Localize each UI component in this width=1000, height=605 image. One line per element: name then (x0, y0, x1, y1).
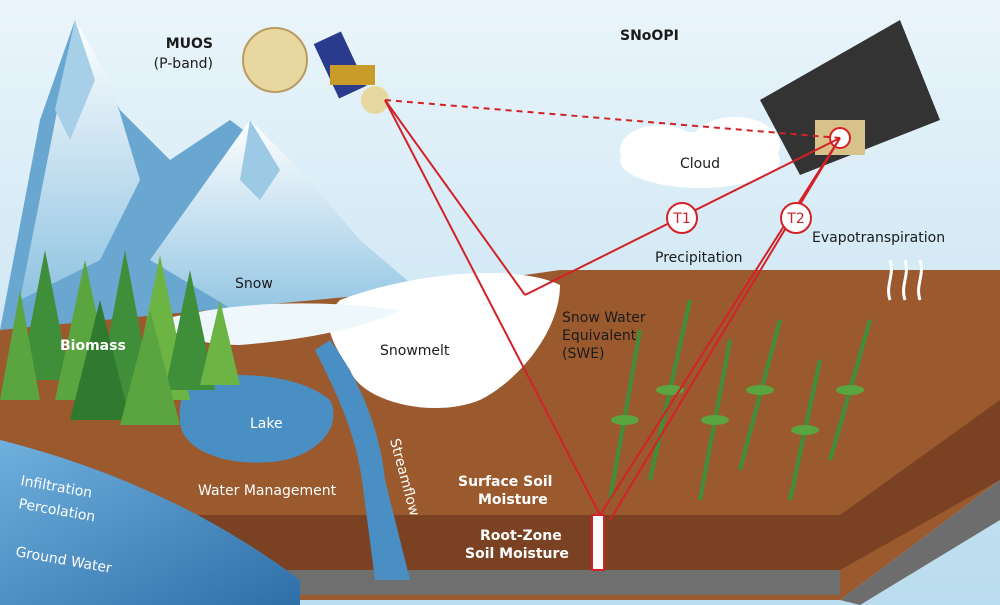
forest (0, 250, 240, 425)
snow-label: Snow (235, 276, 273, 292)
mountains (0, 20, 430, 360)
water-features (0, 340, 410, 605)
t2-marker: T2 (780, 202, 812, 234)
muos-satellite (242, 27, 389, 114)
t1-marker: T1 (666, 202, 698, 234)
muos-label: MUOS (166, 36, 213, 52)
root-zone-label-2: Soil Moisture (465, 546, 569, 562)
snowmelt-label: Snowmelt (380, 343, 450, 359)
muos-band-label: (P-band) (154, 56, 213, 72)
soil-probe (591, 514, 605, 571)
root-zone-label-1: Root-Zone (480, 528, 562, 544)
svg-text:T2: T2 (786, 211, 804, 227)
cloud-label: Cloud (680, 156, 720, 172)
swe-label-1: Snow Water (562, 310, 646, 326)
surface-soil-label-2: Moisture (478, 492, 548, 508)
signal-paths (384, 99, 841, 521)
crop-field (608, 299, 872, 501)
svg-text:T1: T1 (672, 211, 690, 227)
evapotranspiration-arrows (887, 259, 923, 301)
swe-label-2: Equivalent (562, 328, 637, 344)
cloud (620, 117, 780, 188)
lake-label: Lake (250, 416, 283, 432)
water-management-label: Water Management (198, 483, 337, 499)
surface-soil-label-1: Surface Soil (458, 474, 552, 490)
precipitation-label: Precipitation (655, 250, 743, 266)
biomass-label: Biomass (60, 338, 126, 354)
snoopi-label: SNoOPI (620, 28, 679, 44)
swe-label-3: (SWE) (562, 346, 605, 362)
evapotranspiration-label: Evapotranspiration (812, 230, 945, 246)
